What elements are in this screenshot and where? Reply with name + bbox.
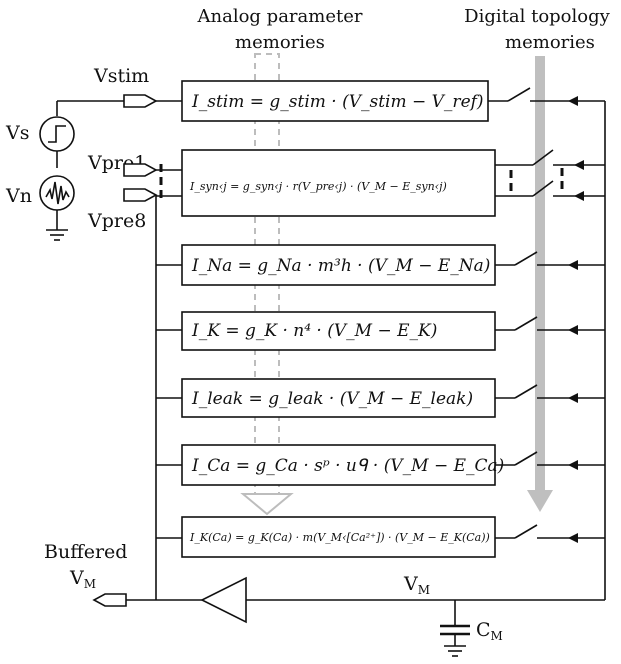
- synapse-switches: [495, 149, 605, 201]
- synapse-input-ports: [123, 163, 182, 202]
- potassium-equation: I_K = g_K · n⁴ · (V_M − E_K): [191, 321, 437, 341]
- stim-current-box: [181, 80, 489, 122]
- cm-label: CM: [476, 619, 503, 643]
- vm-node-label: VM: [403, 573, 430, 597]
- vm-buffer: [126, 576, 605, 624]
- buffered-output-port: [92, 593, 127, 607]
- analog-memories-title-line2: memories: [235, 32, 325, 53]
- leak-equation: I_leak = g_leak · (V_M − E_leak): [191, 389, 473, 409]
- digital-memories-title-line2: memories: [505, 32, 595, 53]
- membrane-capacitor: [440, 600, 470, 657]
- step-source-vs: [39, 101, 75, 168]
- calcium-equation: I_Ca = g_Ca · sᵖ · uᑫ · (V_M − E_Ca): [191, 456, 504, 476]
- k-branch: [156, 311, 605, 351]
- synapse-current-box: [181, 149, 496, 217]
- stim-equation: I_stim = g_stim · (V_stim − V_ref): [191, 92, 484, 112]
- vstim-input-port: [57, 94, 158, 108]
- ca-branch: [156, 444, 605, 486]
- vstim-label: Vstim: [93, 65, 149, 87]
- buffered-vm-label: VM: [69, 567, 96, 591]
- sodium-equation: I_Na = g_Na · m³h · (V_M − E_Na): [191, 256, 490, 276]
- vpre8-label: Vpre8: [87, 210, 146, 232]
- leak-branch: [156, 378, 605, 418]
- ground-symbol-left: [46, 229, 68, 241]
- digital-memories-title-line1: Digital topology: [464, 6, 610, 27]
- vn-label: Vn: [5, 185, 32, 207]
- buffered-label: Buffered: [44, 541, 127, 563]
- synapse-equation: I_syn‹j = g_syn‹j · r(V_pre‹j) · (V_M − …: [189, 180, 447, 193]
- vs-label: Vs: [5, 122, 29, 144]
- kca-branch: [156, 516, 605, 558]
- digital-memory-arrow: [527, 56, 553, 512]
- analog-memories-title-line1: Analog parameter: [197, 6, 363, 27]
- na-branch: [156, 244, 605, 286]
- kca-equation: I_K(Ca) = g_K(Ca) · m(V_M‹[Ca²⁺]) · (V_M…: [189, 531, 490, 544]
- noise-source-vn: [39, 175, 75, 230]
- stim-branch: [156, 80, 605, 122]
